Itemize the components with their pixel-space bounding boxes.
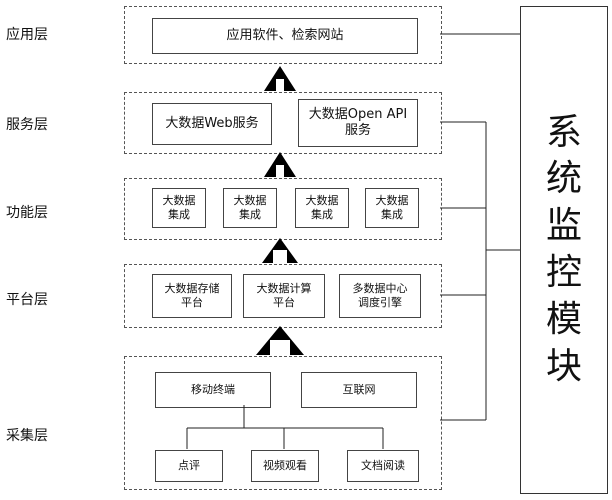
review-box: 点评 [155, 450, 223, 482]
up-arrow-1 [264, 66, 296, 91]
layer-label-application: 应用层 [6, 27, 48, 43]
internet-box: 互联网 [301, 372, 417, 408]
application-software-box: 应用软件、检索网站 [152, 18, 418, 54]
video-watching-box: 视频观看 [251, 450, 319, 482]
open-api-service-box: 大数据Open API 服务 [298, 99, 418, 147]
web-service-box: 大数据Web服务 [152, 103, 272, 145]
integration-box-2: 大数据 集成 [223, 188, 277, 228]
integration-box-1: 大数据 集成 [152, 188, 206, 228]
layer-label-service: 服务层 [6, 117, 48, 133]
up-arrow-3 [262, 238, 298, 263]
up-arrow-4 [256, 326, 304, 355]
up-arrow-2 [264, 152, 296, 177]
service-layer: 大数据Web服务 大数据Open API 服务 [124, 92, 442, 154]
platform-layer: 大数据存储 平台 大数据计算 平台 多数据中心 调度引擎 [124, 264, 442, 328]
function-layer: 大数据 集成 大数据 集成 大数据 集成 大数据 集成 [124, 178, 442, 240]
document-reading-box: 文档阅读 [347, 450, 419, 482]
layer-label-function: 功能层 [6, 205, 48, 221]
mobile-terminal-box: 移动终端 [155, 372, 271, 408]
compute-platform-box: 大数据计算 平台 [243, 274, 325, 318]
integration-box-4: 大数据 集成 [365, 188, 419, 228]
system-monitor-label: 系统监控模块 [546, 111, 583, 387]
layer-label-platform: 平台层 [6, 292, 48, 308]
application-layer: 应用软件、检索网站 [124, 6, 442, 64]
storage-platform-box: 大数据存储 平台 [152, 274, 232, 318]
scheduling-engine-box: 多数据中心 调度引擎 [339, 274, 421, 318]
system-monitor-module: 系统监控模块 [520, 6, 608, 494]
layer-label-collection: 采集层 [6, 428, 48, 444]
integration-box-3: 大数据 集成 [295, 188, 349, 228]
collection-layer: 移动终端 互联网 点评 视频观看 文档阅读 [124, 356, 442, 490]
